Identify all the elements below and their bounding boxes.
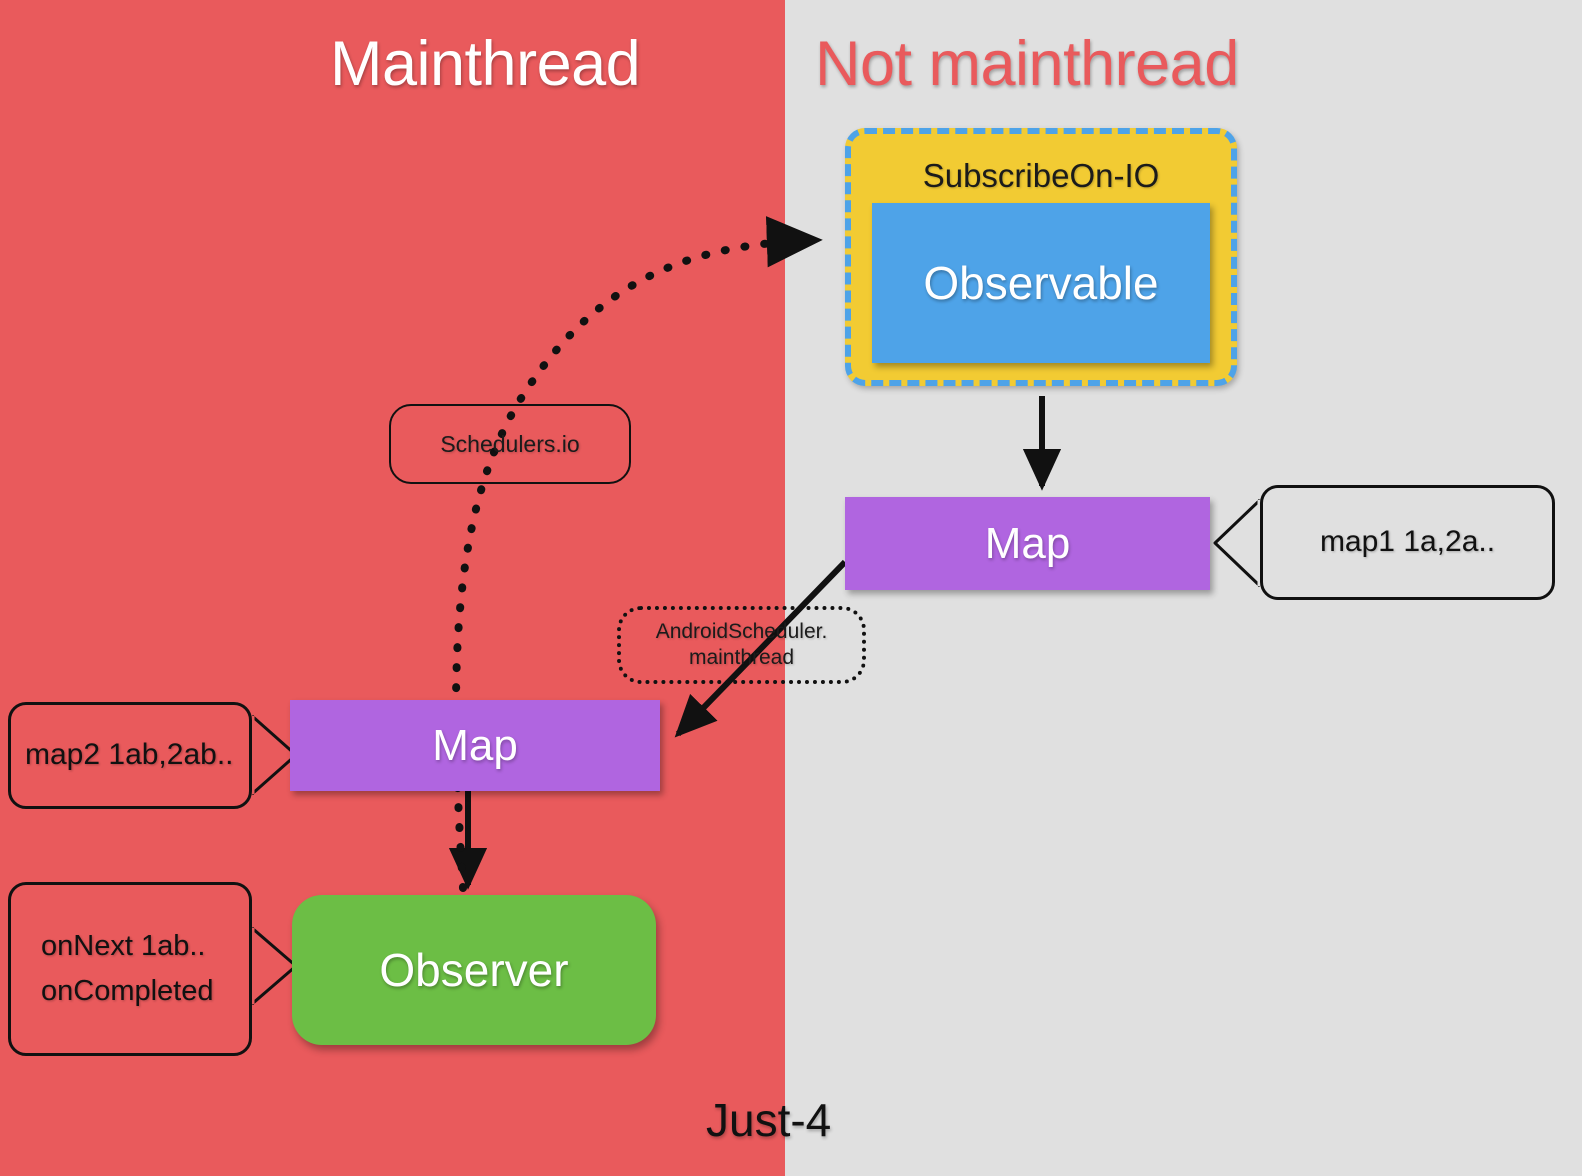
callout-map1-text: map1 1a,2a.. xyxy=(1319,525,1496,559)
observable-label: Observable xyxy=(923,257,1159,309)
observer-node[interactable]: Observer xyxy=(292,895,656,1045)
android-scheduler-line1: AndroidScheduler. xyxy=(655,620,828,644)
callout-observer-oncompleted: onCompleted xyxy=(41,975,214,1007)
callout-map1: map1 1a,2a.. xyxy=(1260,485,1555,600)
mainthread-heading: Mainthread xyxy=(330,29,641,99)
android-scheduler-pill[interactable]: AndroidScheduler. mainthread xyxy=(617,606,866,684)
subscribe-on-io-group[interactable]: SubscribeOn-IO Observable xyxy=(845,128,1237,386)
map-left-label: Map xyxy=(432,720,518,770)
subscribe-on-io-label: SubscribeOn-IO xyxy=(922,157,1160,194)
observer-label: Observer xyxy=(379,944,569,996)
schedulers-io-label: Schedulers.io xyxy=(440,430,580,457)
callout-map2-text: map2 1ab,2ab.. xyxy=(25,738,234,772)
callout-map2: map2 1ab,2ab.. xyxy=(8,702,252,809)
android-scheduler-line2: mainthread xyxy=(688,646,795,669)
map-right-label: Map xyxy=(984,518,1071,568)
not-mainthread-heading: Not mainthread xyxy=(815,29,1239,99)
observable-box[interactable]: Observable xyxy=(872,203,1210,363)
callout-observer: onNext 1ab.. onCompleted xyxy=(8,882,252,1056)
schedulers-io-pill[interactable]: Schedulers.io xyxy=(389,404,631,484)
diagram-caption: Just-4 xyxy=(706,1094,832,1146)
map-node-not-mainthread[interactable]: Map xyxy=(845,497,1210,590)
callout-observer-onnext: onNext 1ab.. xyxy=(41,930,206,963)
map-node-mainthread[interactable]: Map xyxy=(290,700,660,791)
